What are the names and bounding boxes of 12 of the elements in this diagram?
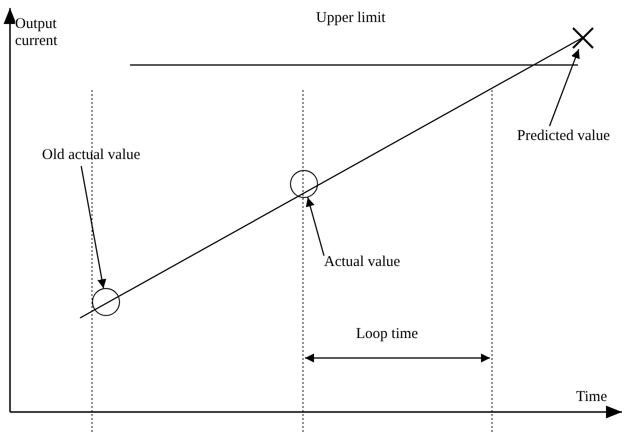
leader-arrow: [306, 197, 325, 256]
marker-circle: [290, 170, 318, 198]
callout-text: Actual value: [324, 254, 400, 271]
cross-mark: [571, 26, 595, 50]
callout-text: Predicted value: [517, 128, 610, 145]
line-label: Upper limit: [316, 10, 386, 27]
dimension-label: Loop time: [356, 326, 418, 343]
leader-arrow: [548, 49, 580, 126]
callout-text: Old actual value: [42, 147, 140, 164]
leader-arrow: [80, 166, 106, 288]
axis-title: Time: [576, 389, 608, 406]
marker-circle: [92, 288, 120, 316]
